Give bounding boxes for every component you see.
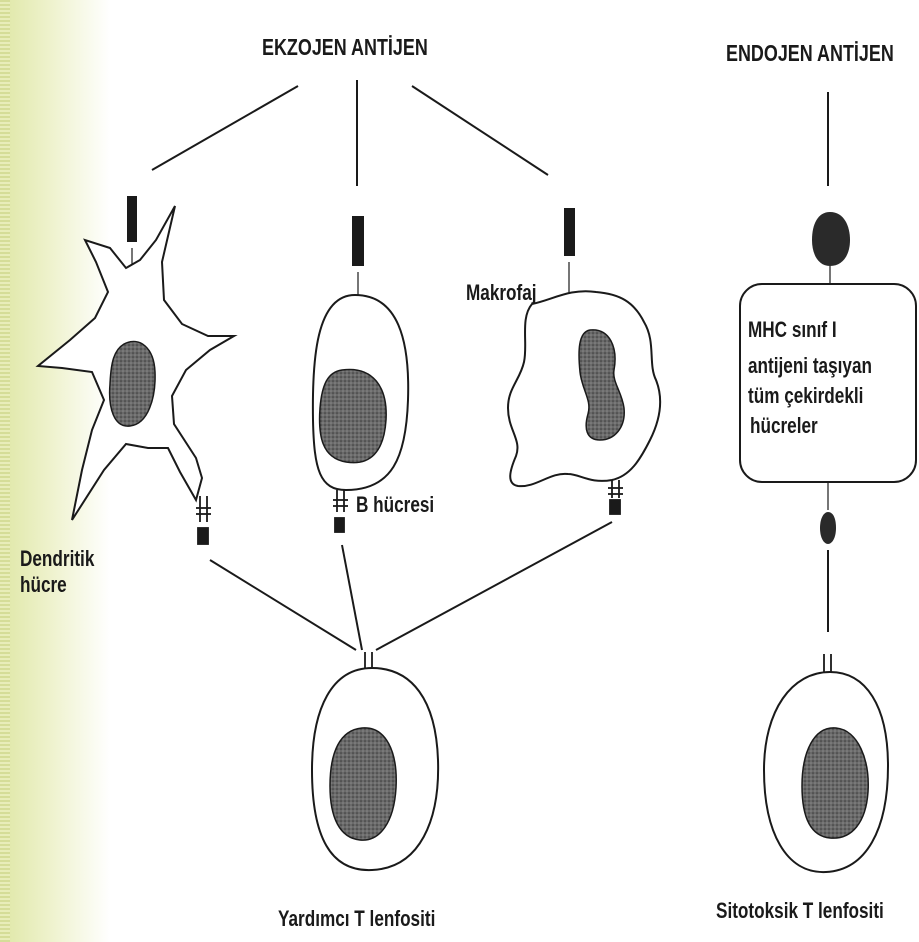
line-macrophage-to-helper bbox=[376, 522, 612, 650]
bcell-mhc-marker bbox=[335, 518, 344, 532]
label-dendritic-line1: Dendritik bbox=[20, 546, 94, 572]
b-cell-nucleus bbox=[320, 369, 387, 462]
label-helper-t-lymphocyte: Yardımcı T lenfositi bbox=[278, 906, 435, 932]
antigen-bar-macrophage bbox=[564, 208, 575, 256]
line-to-dendritic bbox=[152, 86, 298, 170]
label-cytotoxic-t-lymphocyte: Sitotoksik T lenfositi bbox=[716, 898, 884, 924]
antigen-bar-bcell bbox=[352, 216, 364, 266]
macrophage-mhc-marker bbox=[610, 500, 620, 514]
label-mhc-line4: hücreler bbox=[750, 414, 906, 438]
dendritic-mhc-marker bbox=[198, 528, 208, 544]
line-to-macrophage bbox=[412, 86, 548, 175]
endogenous-antigen bbox=[812, 212, 850, 266]
label-mhc-line1: MHC sınıf I bbox=[748, 318, 904, 342]
antigen-bar-dendritic bbox=[127, 196, 137, 242]
label-mhc-line3: tüm çekirdekli bbox=[748, 384, 904, 408]
label-mhc-line2: antijeni taşıyan bbox=[748, 354, 904, 378]
line-bcell-to-helper bbox=[342, 545, 362, 650]
header-exogenous-antigen: EKZOJEN ANTİJEN bbox=[262, 34, 428, 61]
label-b-cell: B hücresi bbox=[356, 492, 434, 518]
helper-t-nucleus bbox=[330, 728, 396, 840]
cytotoxic-t-nucleus bbox=[802, 728, 868, 838]
header-endogenous-antigen: ENDOJEN ANTİJEN bbox=[726, 40, 894, 67]
label-macrophage: Makrofaj bbox=[466, 280, 537, 306]
endogenous-peptide bbox=[820, 512, 836, 544]
line-dendritic-to-helper bbox=[210, 560, 356, 650]
label-dendritic-line2: hücre bbox=[20, 572, 67, 598]
